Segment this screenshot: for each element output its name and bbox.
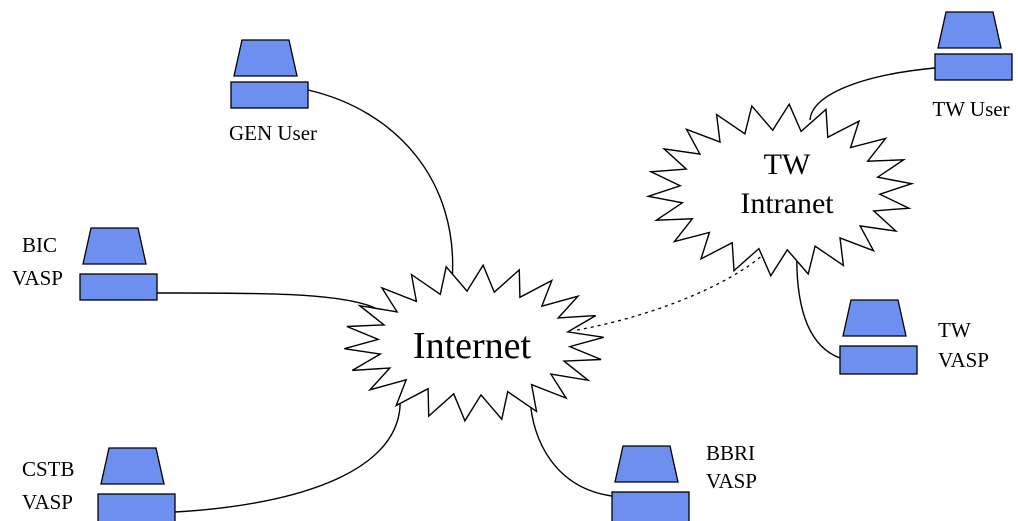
link-bic-vasp-internet (156, 292, 376, 309)
link-cstb-vasp-internet (174, 396, 401, 513)
cstb-vasp-node: CSTB VASP (22, 447, 176, 521)
computer-icon (97, 447, 176, 521)
tw-intranet-cloud: TW Intranet (645, 102, 915, 278)
cstb-vasp-label-line1: CSTB (22, 457, 75, 481)
tw-intranet-label-line2: Intranet (740, 187, 834, 220)
tw-intranet-label-line1: TW (764, 148, 811, 181)
internet-cloud: Internet (344, 263, 604, 423)
tw-user-label: TW User (932, 97, 1009, 121)
gen-user-label: GEN User (229, 121, 317, 145)
connection-lines (156, 67, 936, 513)
tw-vasp-node: TW VASP (839, 299, 989, 375)
bic-vasp-node: BIC VASP (12, 227, 158, 301)
tw-vasp-label-line2: VASP (938, 348, 989, 372)
link-internet-tw-intranet (576, 247, 771, 331)
bbri-vasp-label-line1: BBRI (706, 441, 755, 465)
bbri-vasp-label-line2: VASP (706, 469, 757, 493)
tw-user-node: TW User (932, 11, 1013, 121)
computer-icon (611, 445, 690, 521)
computer-icon (934, 11, 1013, 81)
link-tw-user-intranet (809, 67, 936, 121)
computer-icon (230, 39, 309, 109)
bic-vasp-label-line2: VASP (12, 266, 63, 290)
computer-icon (79, 227, 158, 301)
tw-intranet-cloud-shape (645, 102, 915, 278)
bic-vasp-label-line1: BIC (22, 233, 57, 257)
link-bbri-vasp-internet (529, 397, 613, 497)
internet-label: Internet (413, 325, 532, 367)
link-tw-vasp-intranet (796, 244, 841, 359)
cstb-vasp-label-line2: VASP (22, 490, 73, 514)
bbri-vasp-node: BBRI VASP (611, 441, 757, 521)
link-gen-user-internet (307, 89, 454, 283)
tw-vasp-label-line1: TW (938, 318, 971, 342)
gen-user-node: GEN User (229, 39, 317, 145)
computer-icon (839, 299, 918, 375)
internet-cloud-shape (344, 263, 604, 423)
